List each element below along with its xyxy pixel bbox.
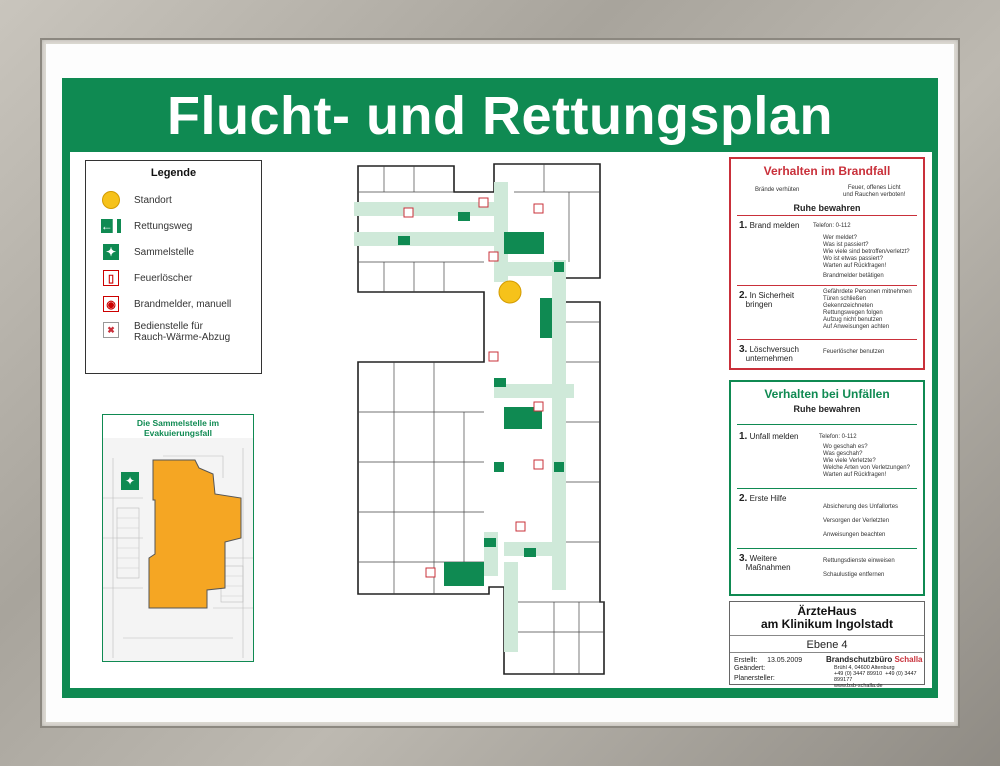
floor-plan-svg [354,163,605,675]
legend-heading: Legende [150,167,197,179]
building-footprint [148,459,242,609]
legend: Legende Standort ←▌ Rettungsweg ✦ Sammel… [85,160,262,374]
svg-text:✦: ✦ [125,474,135,488]
legend-item-standort: Standort [100,191,172,209]
fire-alarm-icon: ◉ [103,296,119,312]
fire-step-3: 3. Löschversuch unternehmen [739,344,799,364]
created-row: Erstellt: 13.05.2009 [734,657,803,664]
accident-instructions: Verhalten bei Unfällen Ruhe bewahren 1. … [729,380,925,596]
fire-instructions: Verhalten im Brandfall Brände verhüten F… [729,157,925,370]
company-name: Brandschutzbüro Schalla [826,655,923,664]
fire-heading: Verhalten im Brandfall [763,164,891,178]
accident-step-2: 2. Erste Hilfe [739,493,787,504]
standort-marker [498,280,522,304]
plan-title: Flucht- und Rettungsplan [167,86,833,146]
legend-item-sammelstelle: ✦ Sammelstelle [100,243,194,261]
legend-item-feuerloescher: ▯ Feuerlöscher [100,269,192,287]
assembly-point-icon: ✦ [103,244,119,260]
site-map-svg: ✦ [103,438,253,661]
fire-step-1: 1. Brand melden [739,220,800,231]
changed-row: Geändert: [734,665,766,672]
floor-plan [354,162,610,682]
fire-step-3-line: Feuerlöscher benutzen [823,349,885,355]
fire-extinguisher-icon: ▯ [103,270,119,286]
smoke-vent-icon: ✖ [103,322,119,338]
legend-item-brandmelder: ◉ Brandmelder, manuell [100,295,231,313]
location-dot-icon [102,191,120,209]
legend-item-rettungsweg: ←▌ Rettungsweg [100,219,193,233]
escape-route-arrow-icon: ←▌ [100,219,122,233]
accident-phone: Telefon: 0-112 [819,434,857,440]
company-contact: Brühl 4, 04600 Altenburg+49 (0) 3447 899… [834,665,917,689]
accident-step-3: 3. Weitere Maßnahmen [739,553,791,573]
accident-calm: Ruhe bewahren [793,404,861,414]
accident-questions: Wo geschah es?Was geschah?Wie viele Verl… [823,444,910,478]
assembly-point-icon [121,472,139,490]
fire-sub-left: Brände verhüten [755,187,800,193]
accident-step-1: 1. Unfall melden [739,431,799,442]
fire-questions: Wer meldet?Was ist passiert?Wie viele si… [823,235,910,269]
fire-phone: Telefon: 0-112 [813,223,851,229]
planner-row: Planersteller: [734,675,775,682]
fire-calm: Ruhe bewahren [793,203,861,213]
accident-heading: Verhalten bei Unfällen [764,387,890,401]
fire-step-2: 2. In Sicherheit bringen [739,290,795,310]
fire-alarm-text: Brandmelder betätigen [823,273,884,279]
floor-level: Ebene 4 [730,635,924,653]
